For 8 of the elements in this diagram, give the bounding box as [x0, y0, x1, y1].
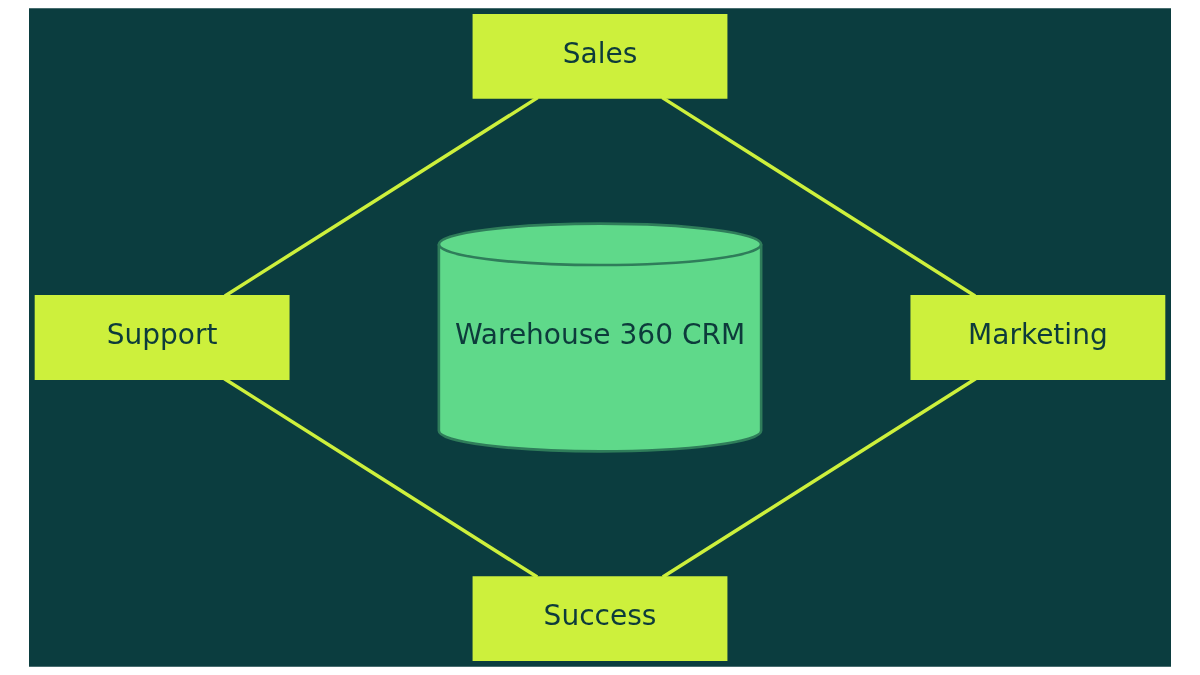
connector: [223, 96, 539, 298]
node-box: Support: [34, 295, 290, 380]
node-box: Sales: [472, 13, 728, 99]
connector: [661, 377, 977, 579]
node-box: Marketing: [910, 295, 1166, 380]
node-box: Success: [472, 576, 728, 662]
connector: [661, 96, 977, 298]
connector: [223, 377, 539, 579]
